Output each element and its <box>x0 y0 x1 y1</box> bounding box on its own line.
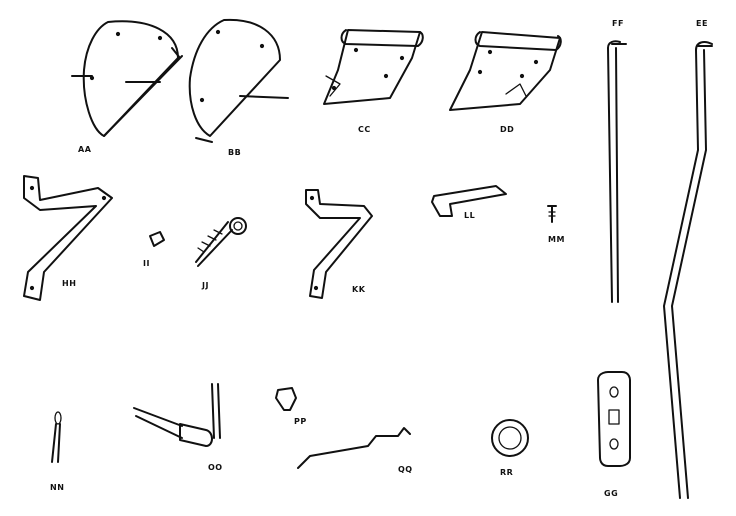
part-ff: FF <box>607 19 627 303</box>
part-gg: GG <box>597 371 631 498</box>
part-ee: EE <box>663 19 713 499</box>
label-hh: HH <box>62 279 76 288</box>
label-dd: DD <box>500 125 514 134</box>
label-pp: PP <box>294 417 307 426</box>
label-cc: CC <box>358 125 371 134</box>
label-jj: JJ <box>201 281 209 290</box>
label-gg: GG <box>604 489 618 498</box>
label-ii: II <box>143 259 150 268</box>
label-nn: NN <box>50 483 64 492</box>
part-jj: JJ <box>195 217 247 290</box>
part-qq: QQ <box>297 427 413 474</box>
part-rr: RR <box>491 419 529 477</box>
part-hh: HH <box>23 175 113 301</box>
label-aa: AA <box>78 145 92 154</box>
label-rr: RR <box>500 468 513 477</box>
part-dd: DD <box>449 31 562 134</box>
part-pp: PP <box>275 387 307 426</box>
part-cc: CC <box>323 29 424 134</box>
part-oo: OO <box>133 383 223 472</box>
label-ll: LL <box>464 211 475 220</box>
part-kk: KK <box>305 189 373 299</box>
part-bb: BB <box>188 18 289 157</box>
part-mm: MM <box>547 205 565 244</box>
label-kk: KK <box>352 285 366 294</box>
label-ff: FF <box>612 19 624 28</box>
label-oo: OO <box>208 463 223 472</box>
part-ll: LL <box>431 185 507 220</box>
label-bb: BB <box>228 148 241 157</box>
part-nn: NN <box>50 411 64 492</box>
label-qq: QQ <box>398 465 413 474</box>
label-mm: MM <box>548 235 565 244</box>
part-aa: AA <box>71 20 183 154</box>
label-ee: EE <box>696 19 708 28</box>
part-ii: II <box>143 231 165 268</box>
